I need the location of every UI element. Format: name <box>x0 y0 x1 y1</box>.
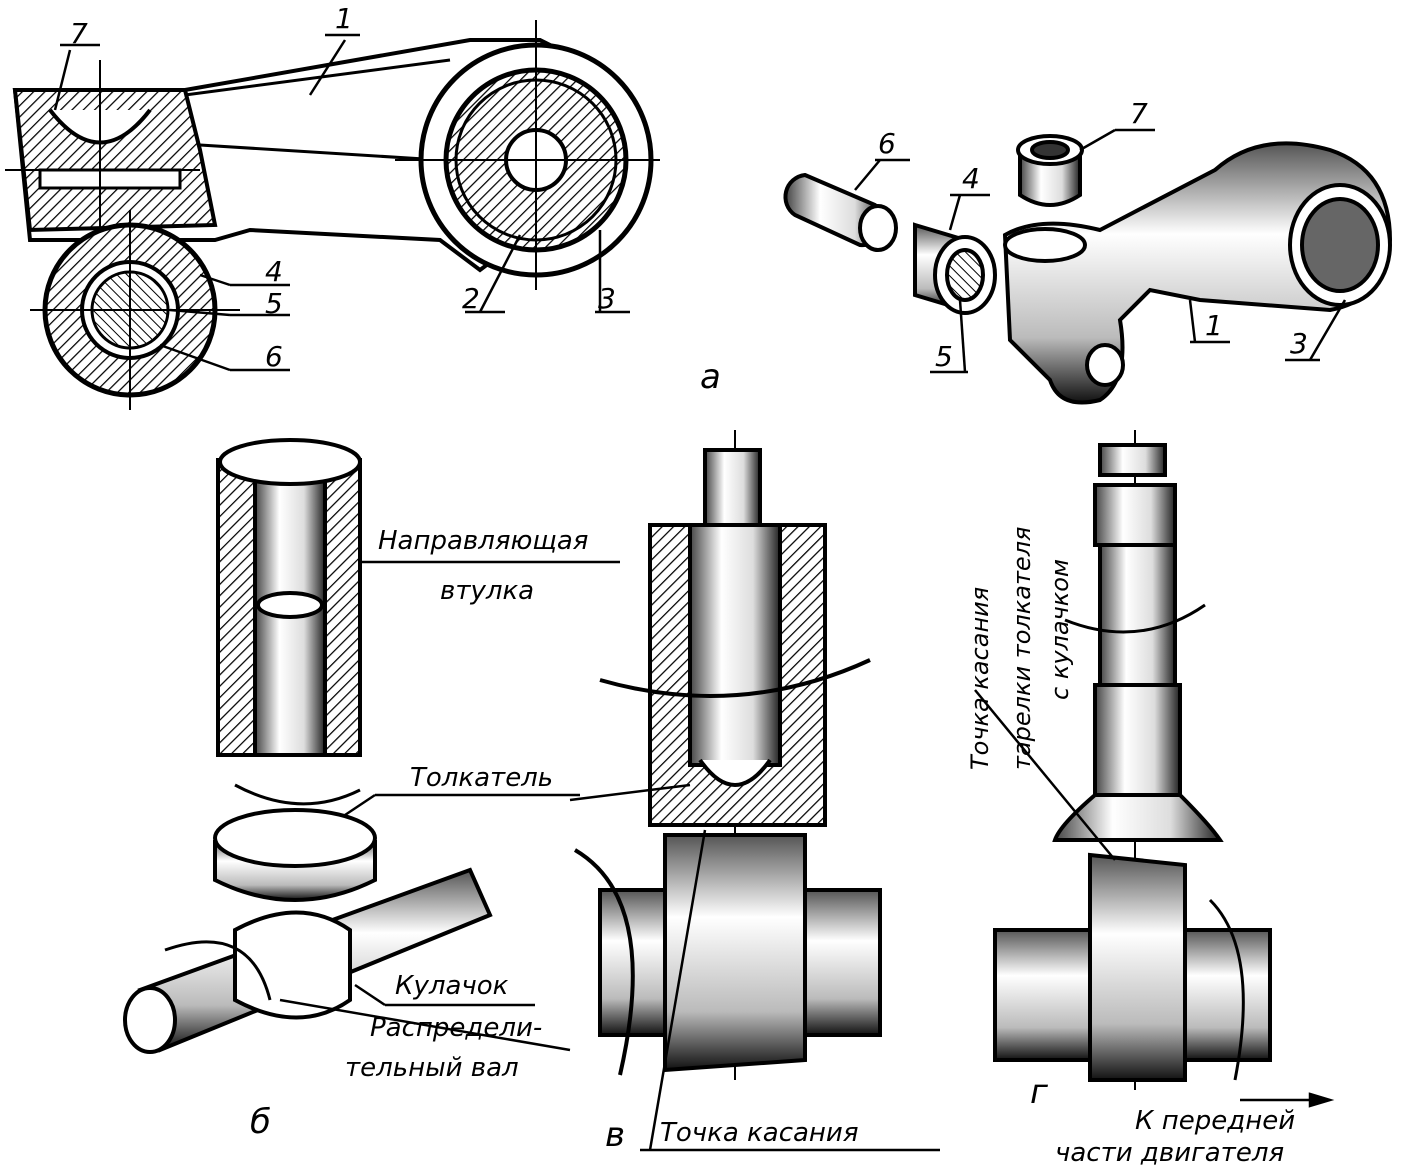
pusher-figure-g <box>974 430 1335 1108</box>
contact-label-vertical-3: с кулачком <box>1046 558 1074 700</box>
callout-5-exploded: 5 <box>935 340 953 373</box>
callout-1-exploded: 1 <box>1205 309 1223 342</box>
contact-label-vertical-1: Точка касания <box>966 586 994 770</box>
guide-bushing-label-1: Направляющая <box>378 526 589 556</box>
pusher-figure-b <box>123 438 620 1054</box>
callout-3-exploded: 3 <box>1290 327 1308 360</box>
callout-7-section: 7 <box>70 17 88 50</box>
guide-bushing-label-2: втулка <box>440 576 535 606</box>
callout-6-section: 6 <box>265 340 283 373</box>
pusher-figure-v <box>569 430 940 1152</box>
direction-label-1: К передней <box>1135 1106 1296 1136</box>
callout-3-section: 3 <box>598 282 616 315</box>
sublabel-a: а <box>700 357 721 397</box>
pusher-label: Толкатель <box>410 763 554 793</box>
contact-label-vertical-2: тарелки толкателя <box>1008 526 1036 770</box>
sublabel-v: в <box>605 1115 626 1155</box>
camshaft-label-2: тельный вал <box>345 1053 519 1083</box>
callout-4-section: 4 <box>265 255 283 288</box>
contact-point-label: Точка касания <box>660 1118 859 1148</box>
callout-6-exploded: 6 <box>878 127 896 160</box>
callout-1-section: 1 <box>335 2 353 35</box>
camshaft-label-1: Распредели- <box>370 1013 543 1043</box>
callout-5-section: 5 <box>265 287 283 320</box>
rocker-arm-section <box>5 20 660 410</box>
callout-7-exploded: 7 <box>1130 97 1148 130</box>
sublabel-b: б <box>250 1102 271 1142</box>
cam-label: Кулачок <box>395 971 509 1001</box>
direction-label-2: части двигателя <box>1055 1138 1285 1168</box>
rocker-arm-exploded <box>783 128 1393 405</box>
sublabel-g: г <box>1030 1072 1048 1112</box>
callout-2-section: 2 <box>462 282 480 315</box>
callout-4-exploded: 4 <box>962 162 980 195</box>
